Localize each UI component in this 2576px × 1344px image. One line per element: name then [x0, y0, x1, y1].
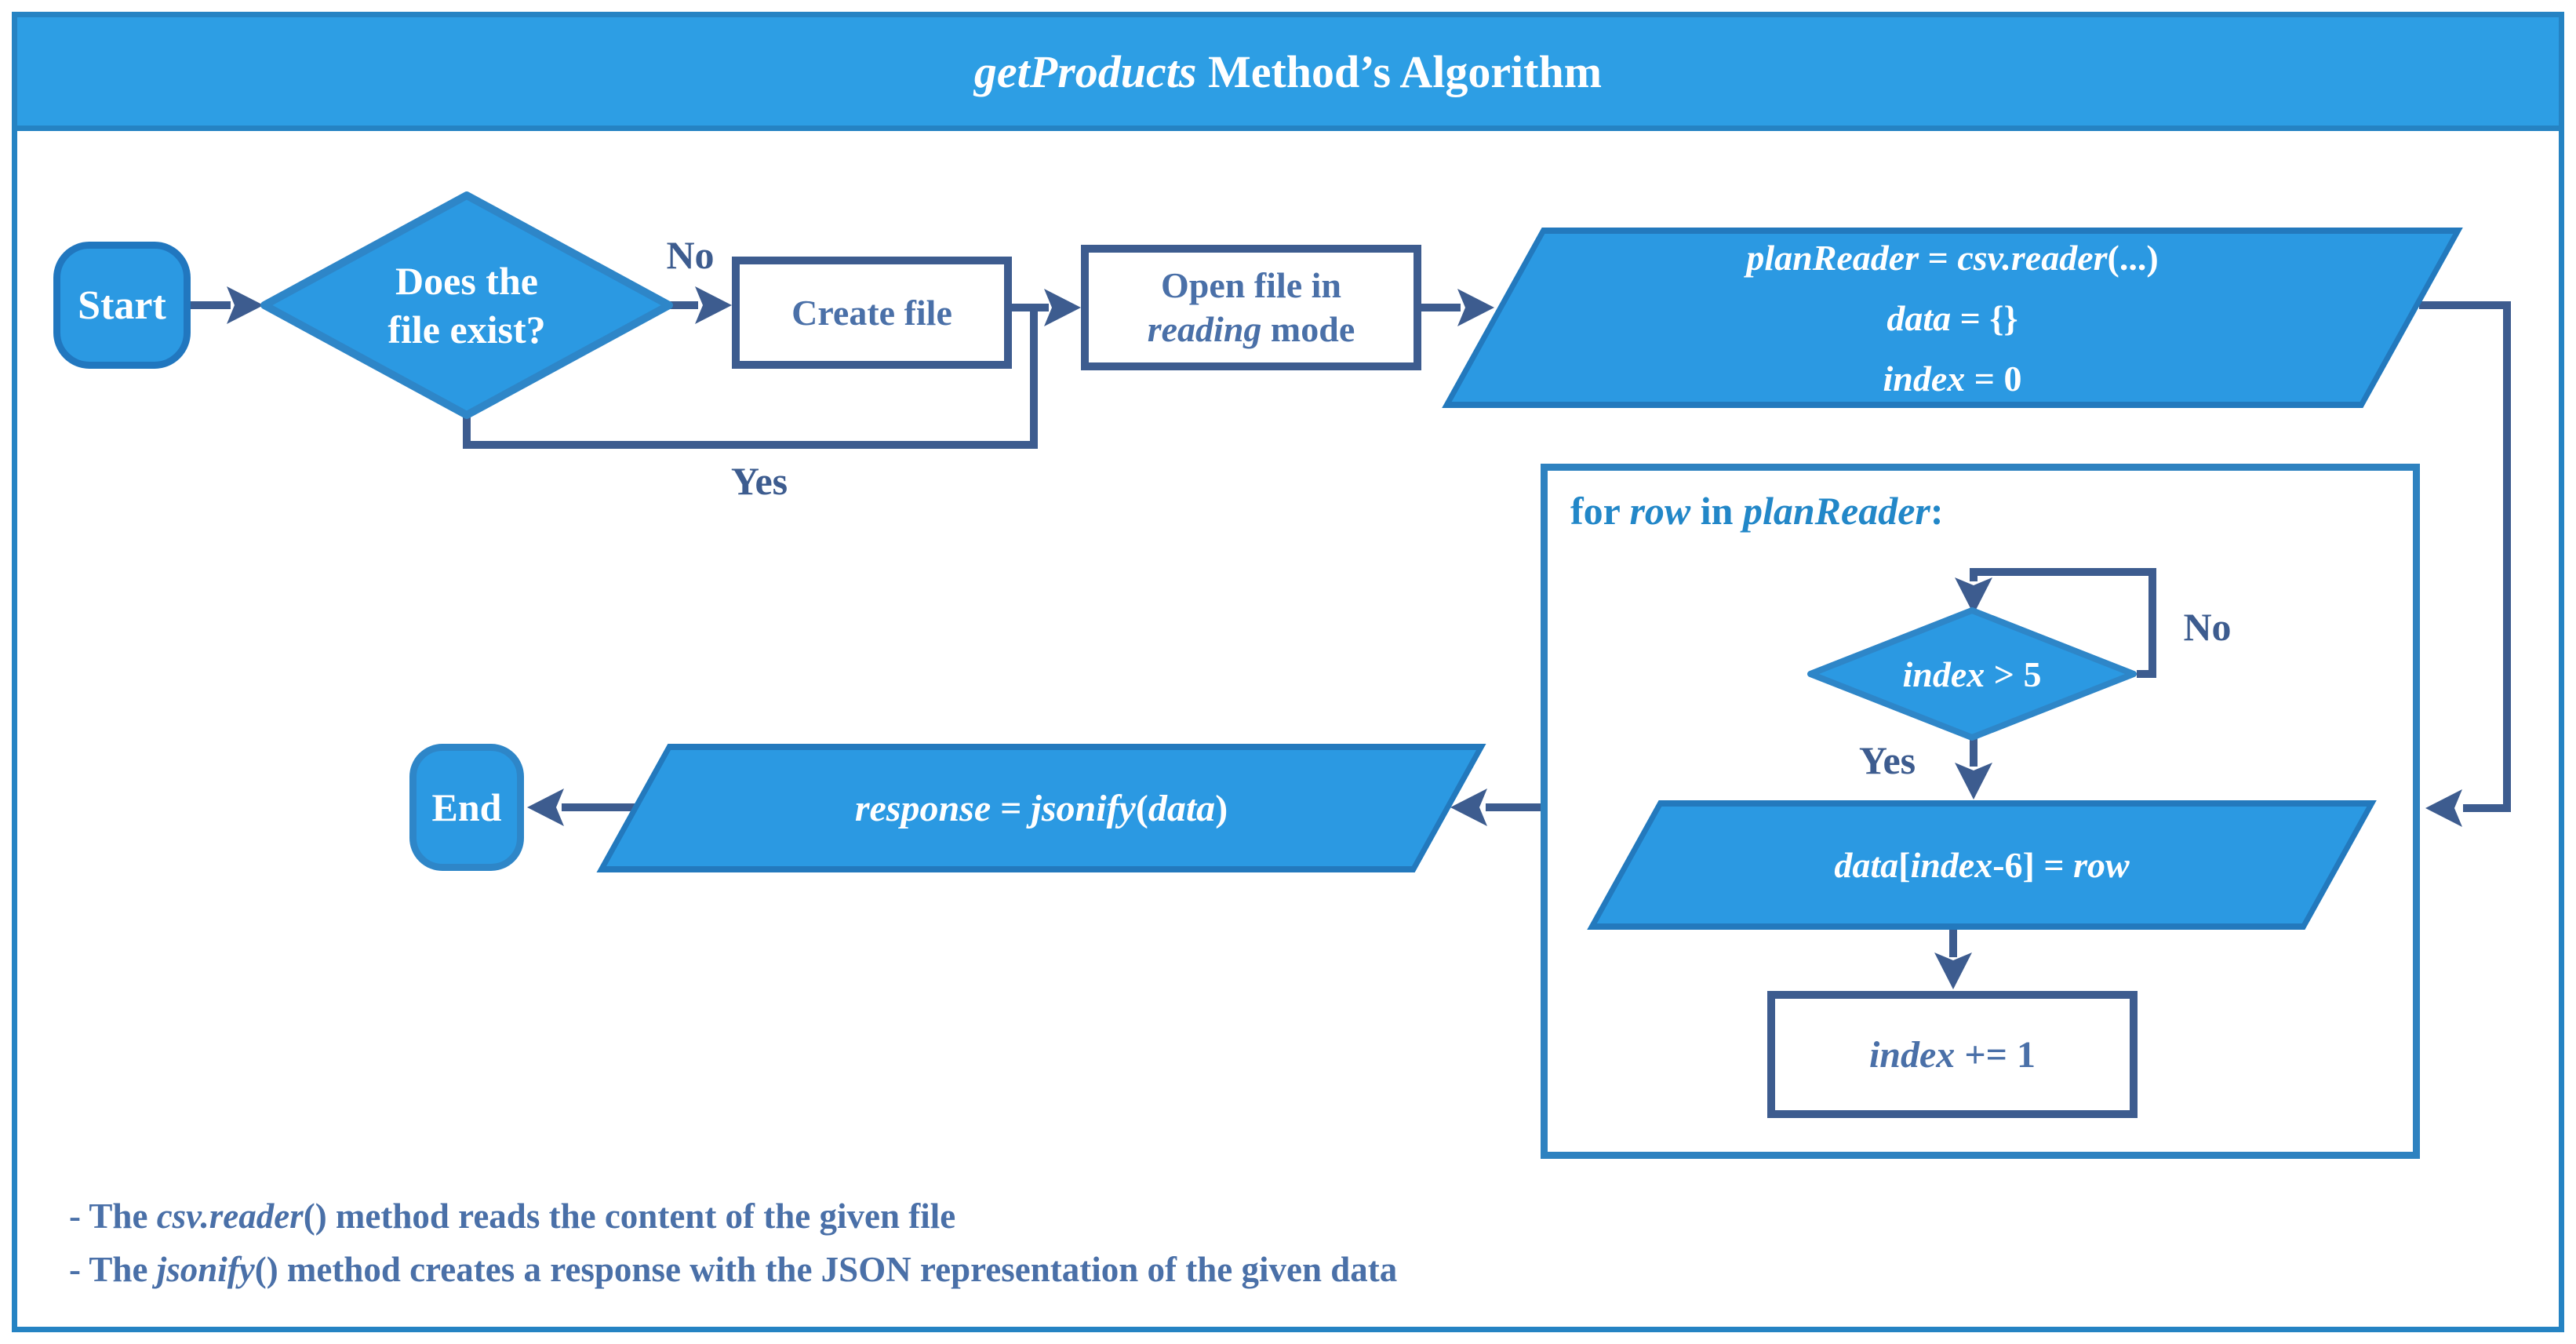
- response-text: response = jsonify(data): [854, 787, 1228, 829]
- response-parallelogram: response = jsonify(data): [596, 744, 1486, 872]
- open-file-line2: reading mode: [1147, 309, 1355, 349]
- edge-label-no-index: No: [2183, 605, 2232, 649]
- arrowhead-into-create-file: [695, 286, 732, 324]
- for-loop-box: [1541, 464, 2420, 1159]
- arrowhead-into-decision-file: [227, 286, 264, 324]
- open-file-line1: Open file in: [1160, 265, 1342, 305]
- open-file-node: Open file in reading mode: [1081, 245, 1421, 370]
- arrowhead-into-increment: [1934, 952, 1972, 989]
- arrowhead-into-open-file: [1044, 289, 1081, 326]
- decision-index-shape: [1807, 607, 2137, 741]
- decision-index-label: index > 5: [1806, 606, 2138, 742]
- init-line1: planReader = csv.reader(...): [1746, 237, 2159, 278]
- edge-label-yes-index: Yes: [1858, 738, 1916, 782]
- edge-init-to-loop: [2419, 301, 2511, 812]
- edge-no-loopback: [1970, 568, 2156, 678]
- arrowhead-into-init: [1457, 289, 1494, 326]
- create-file-node: Create file: [732, 257, 1012, 369]
- increment-node: index += 1: [1767, 991, 2138, 1118]
- footnote-csv-reader: - The csv.reader() method reads the cont…: [69, 1196, 956, 1236]
- end-node: End: [409, 744, 524, 871]
- decision-file-line2: file exist?: [387, 308, 546, 351]
- edge-label-yes-file: Yes: [730, 459, 788, 503]
- decision-file-exists-label: Does the file exist?: [259, 190, 675, 421]
- init-parallelogram: planReader = csv.reader(...) data = {} i…: [1442, 228, 2463, 408]
- arrowhead-into-decision-index: [1955, 577, 1992, 614]
- arrowhead-into-end: [527, 789, 564, 826]
- edge-label-no-file: No: [666, 233, 715, 277]
- edge-yes-bypass: [463, 308, 1038, 449]
- create-file-label: Create file: [791, 293, 952, 333]
- arrowhead-into-response: [1450, 789, 1487, 826]
- init-line3: index = 0: [1883, 358, 2022, 399]
- assign-row-text: data[index-6] = row: [1834, 845, 2130, 885]
- assign-row-parallelogram: data[index-6] = row: [1587, 800, 2377, 930]
- init-line2: data = {}: [1887, 297, 2018, 338]
- decision-file-exists-shape: [260, 191, 673, 419]
- arrowhead-into-loopbox: [2425, 789, 2462, 827]
- for-loop-header: for row in planReader:: [1570, 489, 1944, 533]
- arrowhead-into-assign: [1955, 763, 1992, 799]
- title-bar: getProducts Method’s Algorithm: [12, 12, 2564, 131]
- decision-index-text: index > 5: [1902, 654, 2042, 694]
- footnote-jsonify: - The jsonify() method creates a respons…: [69, 1250, 1398, 1289]
- increment-label: index += 1: [1868, 1033, 2036, 1076]
- start-node: Start: [53, 242, 191, 369]
- page-title: getProducts Method’s Algorithm: [973, 46, 1603, 97]
- decision-file-line1: Does the: [395, 259, 538, 303]
- end-label: End: [431, 785, 502, 829]
- start-label: Start: [78, 282, 166, 328]
